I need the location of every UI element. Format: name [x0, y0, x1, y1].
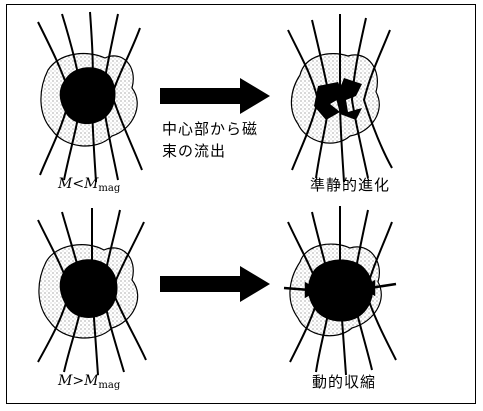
arrow-top [160, 78, 270, 114]
condition-main: M>M [58, 373, 98, 389]
outcome-top: 準静的進化 [310, 176, 390, 194]
condition-top: M<Mmag [58, 175, 120, 198]
condition-subscript: mag [98, 183, 120, 194]
dense-core [60, 259, 118, 318]
cloud-subcritical-initial [38, 12, 142, 182]
dense-core [60, 67, 116, 124]
cloud-supercritical-collapse [284, 206, 396, 375]
arrow-caption-line2: 束の流出 [162, 142, 226, 160]
arrow-bottom [160, 266, 270, 302]
outcome-bottom: 動的収縮 [312, 373, 376, 391]
cloud-supercritical-initial [38, 208, 146, 375]
condition-bottom: M>Mmag [58, 372, 120, 395]
condition-subscript: mag [98, 380, 120, 391]
condition-main: M<M [58, 176, 98, 192]
arrow-caption-line1: 中心部から磁 [162, 120, 258, 138]
cloud-subcritical-evolved [288, 14, 392, 182]
